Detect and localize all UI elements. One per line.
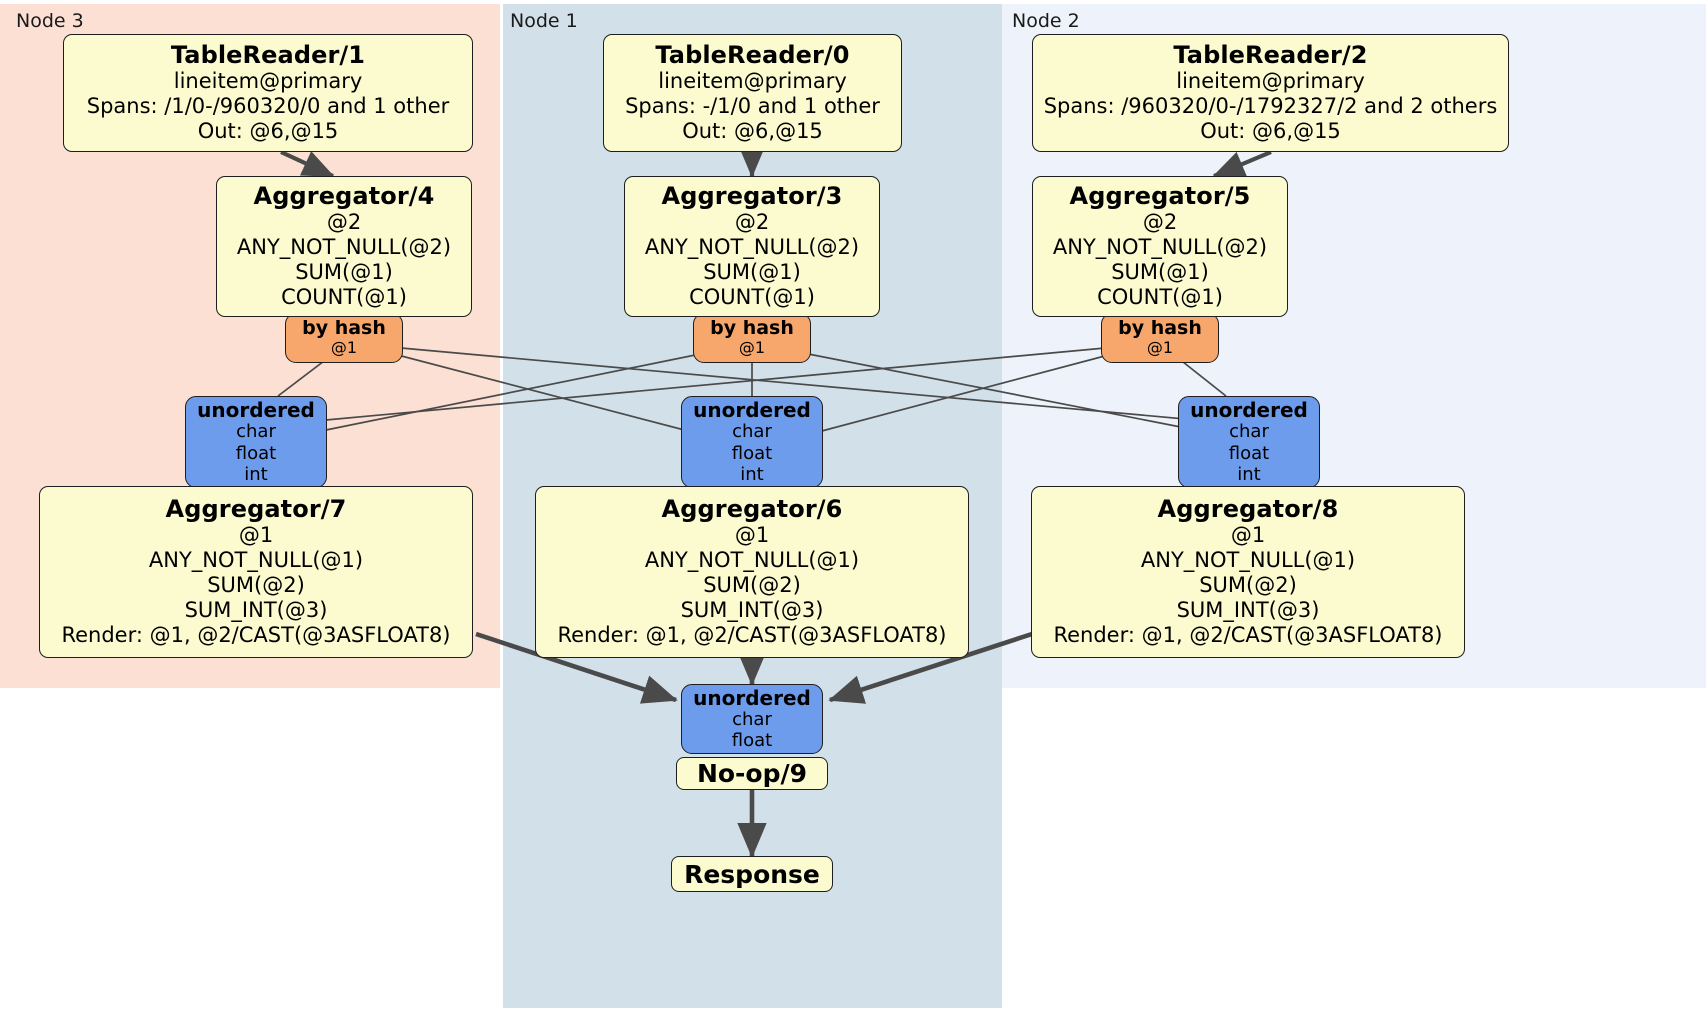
hash-router-node2[interactable]: by hash @1 — [1101, 313, 1219, 363]
tablereader-0-table: lineitem@primary — [658, 69, 847, 94]
hash-router-node1-title: by hash — [710, 317, 794, 340]
aggregator-5-box[interactable]: Aggregator/5 @2 ANY_NOT_NULL(@2) SUM(@1)… — [1032, 176, 1288, 317]
hash-router-node3[interactable]: by hash @1 — [285, 313, 403, 363]
aggregator-4-agg-0: ANY_NOT_NULL(@2) — [236, 235, 452, 260]
aggregator-7-agg-1: SUM(@2) — [207, 573, 305, 598]
unordered-router-node1-type-1: float — [731, 442, 773, 464]
unordered-router-node3-type-1: float — [235, 442, 277, 464]
aggregator-8-agg-1: SUM(@2) — [1199, 573, 1297, 598]
aggregator-5-agg-2: COUNT(@1) — [1097, 285, 1223, 310]
aggregator-7-title: Aggregator/7 — [165, 494, 347, 523]
unordered-router-node3-title: unordered — [197, 397, 315, 422]
aggregator-3-agg-1: SUM(@1) — [703, 260, 801, 285]
tablereader-2-out: Out: @6,@15 — [1200, 119, 1341, 144]
tablereader-2-box[interactable]: TableReader/2 lineitem@primary Spans: /9… — [1032, 34, 1509, 152]
tablereader-1-title: TableReader/1 — [170, 40, 366, 69]
aggregator-8-render: Render: @1, @2/CAST(@3ASFLOAT8) — [1053, 623, 1443, 648]
aggregator-7-group: @1 — [238, 523, 274, 548]
aggregator-5-agg-1: SUM(@1) — [1111, 260, 1209, 285]
hash-router-node1[interactable]: by hash @1 — [693, 313, 811, 363]
tablereader-1-box[interactable]: TableReader/1 lineitem@primary Spans: /1… — [63, 34, 473, 152]
hash-router-node2-title: by hash — [1118, 317, 1202, 340]
tablereader-0-out: Out: @6,@15 — [682, 119, 823, 144]
node-panel-node3-label: Node 3 — [16, 10, 84, 32]
tablereader-2-title: TableReader/2 — [1173, 40, 1368, 69]
response-box[interactable]: Response — [671, 856, 833, 892]
hash-router-node1-column: @1 — [738, 338, 766, 358]
aggregator-8-title: Aggregator/8 — [1157, 494, 1339, 523]
unordered-router-node2-type-0: char — [1229, 421, 1269, 443]
aggregator-7-agg-0: ANY_NOT_NULL(@1) — [148, 548, 364, 573]
noop-9-box[interactable]: No-op/9 — [676, 757, 828, 790]
aggregator-4-box[interactable]: Aggregator/4 @2 ANY_NOT_NULL(@2) SUM(@1)… — [216, 176, 472, 317]
aggregator-3-agg-2: COUNT(@1) — [689, 285, 815, 310]
aggregator-7-render: Render: @1, @2/CAST(@3ASFLOAT8) — [61, 623, 451, 648]
unordered-router-node3-type-0: char — [236, 421, 276, 443]
aggregator-8-agg-0: ANY_NOT_NULL(@1) — [1140, 548, 1356, 573]
final-unordered-router-type-0: char — [732, 708, 772, 730]
aggregator-3-group: @2 — [734, 210, 770, 235]
tablereader-0-spans: Spans: -/1/0 and 1 other — [625, 94, 880, 119]
aggregator-6-render: Render: @1, @2/CAST(@3ASFLOAT8) — [557, 623, 947, 648]
aggregator-6-agg-2: SUM_INT(@3) — [680, 598, 824, 623]
tablereader-2-spans: Spans: /960320/0-/1792327/2 and 2 others — [1043, 94, 1498, 119]
unordered-router-node1[interactable]: unordered char float int — [681, 396, 823, 488]
unordered-router-node2-title: unordered — [1190, 397, 1308, 422]
aggregator-8-group: @1 — [1230, 523, 1266, 548]
aggregator-4-group: @2 — [326, 210, 362, 235]
aggregator-4-agg-1: SUM(@1) — [295, 260, 393, 285]
tablereader-2-table: lineitem@primary — [1176, 69, 1365, 94]
unordered-router-node1-title: unordered — [693, 397, 811, 422]
aggregator-7-agg-2: SUM_INT(@3) — [184, 598, 328, 623]
final-unordered-router-type-1: float — [731, 730, 773, 752]
aggregator-5-agg-0: ANY_NOT_NULL(@2) — [1052, 235, 1268, 260]
tablereader-1-out: Out: @6,@15 — [197, 119, 339, 144]
aggregator-3-box[interactable]: Aggregator/3 @2 ANY_NOT_NULL(@2) SUM(@1)… — [624, 176, 880, 317]
unordered-router-node2-type-1: float — [1228, 442, 1270, 464]
final-unordered-router[interactable]: unordered char float — [681, 684, 823, 754]
hash-router-node2-column: @1 — [1146, 338, 1174, 358]
aggregator-4-title: Aggregator/4 — [253, 181, 435, 210]
aggregator-3-agg-0: ANY_NOT_NULL(@2) — [644, 235, 860, 260]
aggregator-6-agg-0: ANY_NOT_NULL(@1) — [644, 548, 860, 573]
tablereader-0-box[interactable]: TableReader/0 lineitem@primary Spans: -/… — [603, 34, 902, 152]
hash-router-node3-title: by hash — [302, 317, 386, 340]
noop-9-label: No-op/9 — [696, 759, 808, 788]
tablereader-0-title: TableReader/0 — [655, 40, 850, 69]
unordered-router-node2[interactable]: unordered char float int — [1178, 396, 1320, 488]
tablereader-1-spans: Spans: /1/0-/960320/0 and 1 other — [86, 94, 450, 119]
unordered-router-node1-type-0: char — [732, 421, 772, 443]
aggregator-6-group: @1 — [734, 523, 770, 548]
aggregator-8-agg-2: SUM_INT(@3) — [1176, 598, 1320, 623]
unordered-router-node3[interactable]: unordered char float int — [185, 396, 327, 488]
aggregator-6-title: Aggregator/6 — [661, 494, 843, 523]
final-unordered-router-title: unordered — [693, 685, 811, 710]
unordered-router-node3-type-2: int — [244, 463, 268, 485]
aggregator-3-title: Aggregator/3 — [661, 181, 843, 210]
node-panel-node2-label: Node 2 — [1012, 10, 1080, 32]
aggregator-5-group: @2 — [1142, 210, 1178, 235]
hash-router-node3-column: @1 — [330, 338, 358, 358]
unordered-router-node2-type-2: int — [1237, 463, 1261, 485]
tablereader-1-table: lineitem@primary — [173, 69, 363, 94]
node-panel-node1-label: Node 1 — [510, 10, 578, 32]
unordered-router-node1-type-2: int — [740, 463, 764, 485]
aggregator-8-box[interactable]: Aggregator/8 @1 ANY_NOT_NULL(@1) SUM(@2)… — [1031, 486, 1465, 658]
aggregator-6-agg-1: SUM(@2) — [703, 573, 801, 598]
response-label: Response — [684, 859, 820, 889]
aggregator-4-agg-2: COUNT(@1) — [281, 285, 407, 310]
aggregator-6-box[interactable]: Aggregator/6 @1 ANY_NOT_NULL(@1) SUM(@2)… — [535, 486, 969, 658]
aggregator-5-title: Aggregator/5 — [1069, 181, 1251, 210]
aggregator-7-box[interactable]: Aggregator/7 @1 ANY_NOT_NULL(@1) SUM(@2)… — [39, 486, 473, 658]
